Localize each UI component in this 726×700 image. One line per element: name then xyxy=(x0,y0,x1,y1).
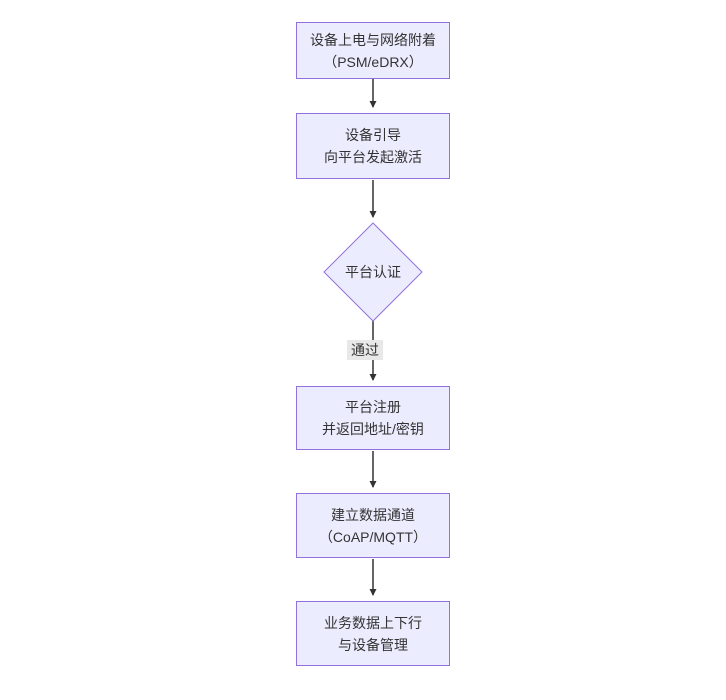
node-line: （CoAP/MQTT） xyxy=(318,528,428,545)
decision-diamond-shape xyxy=(323,222,423,322)
node-platform-register: 平台注册 并返回地址/密钥 xyxy=(296,386,450,450)
node-line: 设备引导 xyxy=(345,127,401,143)
node-line: （PSM/eDRX） xyxy=(323,53,423,70)
node-line: 平台认证 xyxy=(345,264,401,280)
node-line: 向平台发起激活 xyxy=(324,149,422,165)
node-line: 设备上电与网络附着 xyxy=(310,31,436,48)
node-line: 并返回地址/密钥 xyxy=(322,421,424,437)
node-line: 建立数据通道 xyxy=(331,506,415,523)
node-data-channel: 建立数据通道 （CoAP/MQTT） xyxy=(296,493,450,558)
node-bootstrap: 设备引导 向平台发起激活 xyxy=(296,113,450,179)
node-power-attach: 设备上电与网络附着 （PSM/eDRX） xyxy=(296,22,450,79)
edge-label-pass: 通过 xyxy=(347,340,383,360)
node-platform-auth: 平台认证 xyxy=(324,223,422,321)
node-line: 与设备管理 xyxy=(338,636,408,653)
node-line: 业务数据上下行 xyxy=(324,614,422,631)
node-line: 平台注册 xyxy=(345,399,401,415)
node-business-data: 业务数据上下行 与设备管理 xyxy=(296,601,450,666)
